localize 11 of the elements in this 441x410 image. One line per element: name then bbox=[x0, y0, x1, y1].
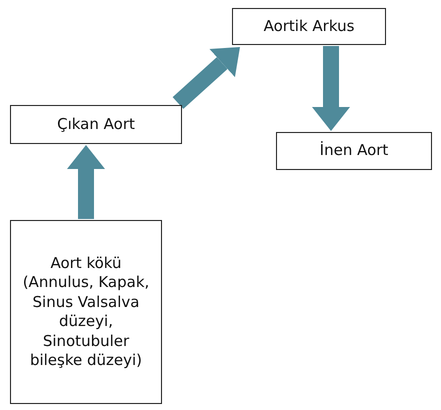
box-label: Aortik Arkus bbox=[264, 16, 354, 36]
text-box bbox=[232, 8, 386, 45]
text-box bbox=[10, 105, 182, 144]
block-arrow bbox=[67, 145, 105, 219]
box-label: Çıkan Aort bbox=[57, 114, 135, 134]
box-label: Aort kökü (Annulus, Kapak, Sinus Valsalva düzeyi, Sinotubuler bileşke düzeyi) bbox=[22, 254, 150, 370]
block-arrow bbox=[172, 47, 240, 109]
text-box bbox=[276, 132, 432, 170]
text-box bbox=[10, 220, 162, 404]
block-arrow bbox=[312, 46, 350, 131]
box-label: İnen Aort bbox=[320, 141, 388, 161]
